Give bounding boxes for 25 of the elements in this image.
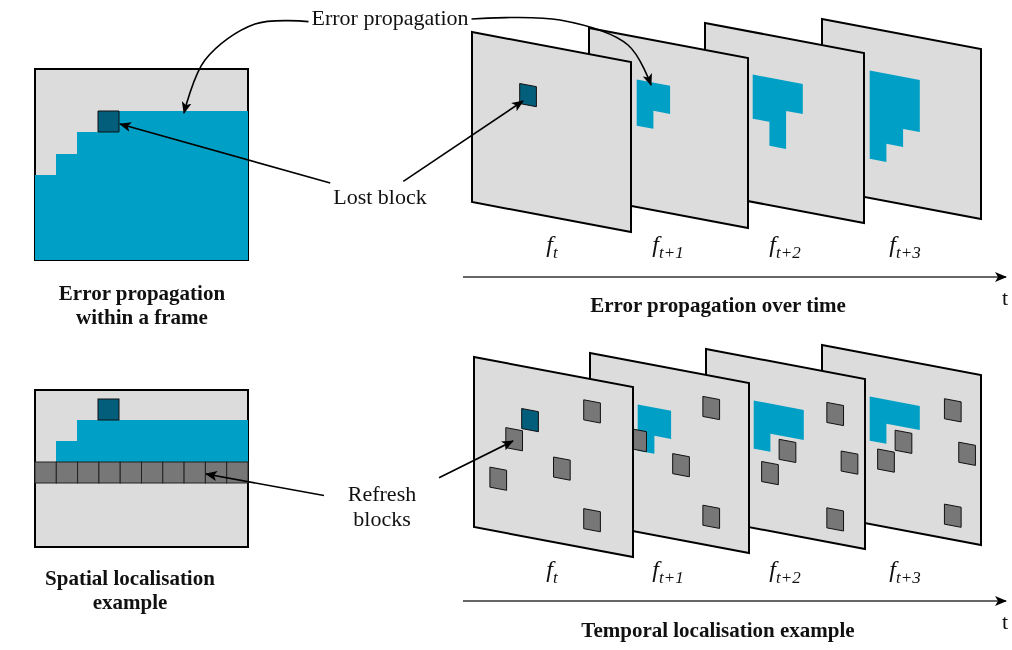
frame-label: f$_{t+1}$ xyxy=(652,231,684,263)
leader-arrow xyxy=(438,440,514,479)
leader-arrow xyxy=(470,16,652,86)
axis-label: t xyxy=(1001,609,1009,635)
error-region xyxy=(636,79,671,129)
annotation-label: Error propagation xyxy=(311,5,469,31)
frame-label: f$_{t+3}$ xyxy=(889,556,921,588)
leader-arrow xyxy=(402,100,524,183)
caption: Error propagation within a frame xyxy=(57,280,227,330)
annotation-label: Refresh blocks xyxy=(327,480,437,532)
frame-label: f$_{t+2}$ xyxy=(769,556,801,588)
axis-label: t xyxy=(1001,285,1009,311)
caption: Spatial localisation example xyxy=(44,565,216,615)
refresh-block-row xyxy=(34,461,249,484)
frame-label: f$_{t}$ xyxy=(546,556,558,588)
caption: Error propagation over time xyxy=(590,292,846,318)
frame-label: f$_{t+1}$ xyxy=(652,556,684,588)
frame-label: f$_{t}$ xyxy=(546,231,558,263)
leader-arrow xyxy=(181,19,310,114)
caption: Temporal localisation example xyxy=(581,617,855,643)
leader-arrow xyxy=(205,471,325,497)
leader-arrow xyxy=(119,122,332,184)
frame-label: f$_{t+2}$ xyxy=(769,231,801,263)
annotation-label: Lost block xyxy=(333,184,427,210)
frame-label: f$_{t+3}$ xyxy=(889,231,921,263)
